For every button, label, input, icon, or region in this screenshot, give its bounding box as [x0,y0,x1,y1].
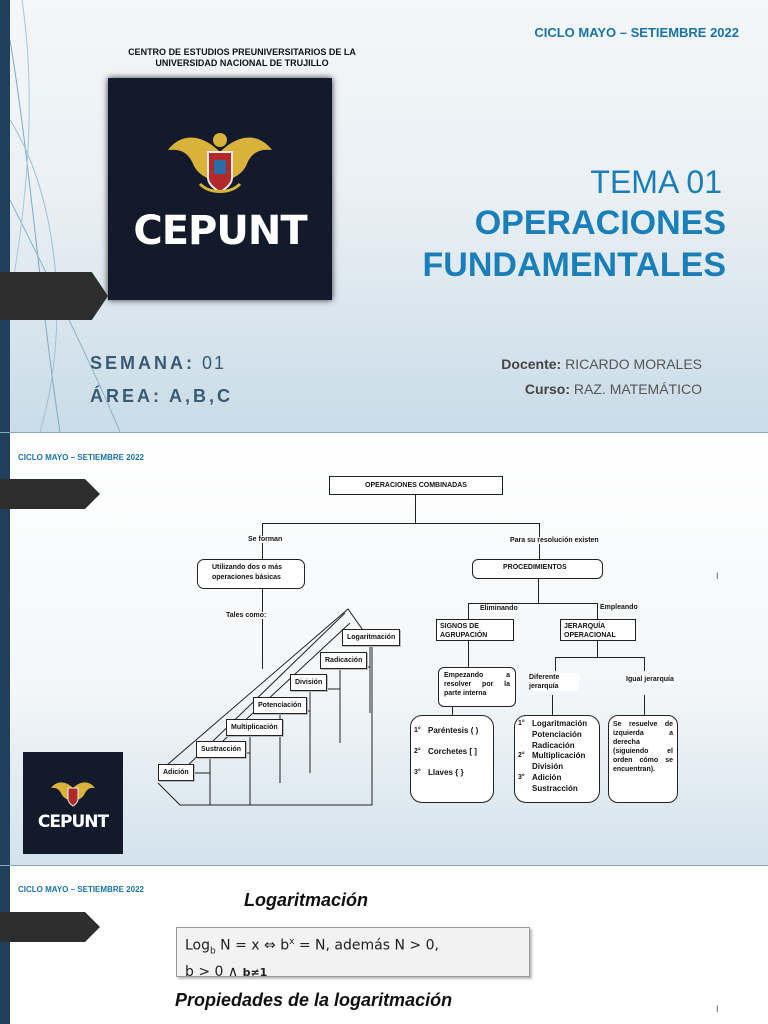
label-empleando: Empleando [600,604,638,611]
logo-text: CEPUNT [133,208,307,254]
stair-step-label: Multiplicación [226,719,283,736]
formula-line-2: b > 0 ∧ b≠1 [185,964,268,981]
side-mark: I [716,571,719,581]
cycle-label: CICLO MAYO – SETIEMBRE 2022 [18,453,144,462]
title-line-1: OPERACIONES [474,204,726,242]
list-item: Potenciación [532,729,582,739]
area-info: ÁREA: A,B,C [90,386,233,407]
week-value: 01 [202,353,227,373]
connector [555,657,645,658]
slide-title: OPERACIONES FUNDAMENTALES [423,202,726,286]
node-procedimientos: PROCEDIMIENTOS [472,559,603,579]
list-item: 2°Multiplicación [518,751,586,761]
list-item: 2°Corchetes [ ] [414,747,477,756]
side-mark: I [716,1004,719,1014]
cycle-label: CICLO MAYO – SETIEMBRE 2022 [534,25,739,40]
stair-step-label: División [290,674,328,691]
teacher-label: Docente: [501,356,562,372]
arrow-tab [0,912,100,942]
slide-separator [0,432,768,433]
eagle-emblem-icon [51,782,95,807]
cepunt-logo-small: CEPUNT [23,752,123,854]
stair-step-label: Potenciación [253,697,307,714]
list-item: Radicación [532,740,575,750]
course-label: Curso: [524,381,571,397]
node-signos: SIGNOS DE AGRUPACIÓN [436,619,514,641]
institution-line-1: CENTRO DE ESTUDIOS PREUNIVERSITARIOS DE … [128,47,356,57]
title-line-2: FUNDAMENTALES [422,246,726,284]
course-info: Curso: RAZ. MATEMÁTICO [525,381,702,397]
left-bar [0,0,10,432]
node-empezando: Empezando a resolver por la parte intern… [438,667,516,707]
label-se-forman: Se forman [248,536,283,543]
definition-formula: Logb N = x ⇔ bx = N, además N > 0, b > 0… [176,927,530,980]
connector [597,603,598,619]
area-label: ÁREA: [90,386,162,406]
signos-list-box: 1°Paréntesis ( ) 2°Corchetes [ ] 3°Llaves … [410,715,494,803]
arrow-tab [0,479,100,509]
node-utilizando: Utilizando dos o más operaciones básicas [197,559,305,589]
node-jerarquia: JERARQUÍA OPERACIONAL [560,619,636,641]
week-label: SEMANA: [90,353,195,373]
root-node: OPERACIONES COMBINADAS [329,476,503,495]
slide-cover: CICLO MAYO – SETIEMBRE 2022 CENTRO DE ES… [0,0,768,432]
label-igual: Igual jerarquía [626,675,676,684]
label-para-su: Para su resolución existen [510,537,599,544]
left-bar [0,866,10,1024]
connector [262,523,540,524]
week-info: SEMANA: 01 [90,353,226,374]
connector [468,641,469,667]
connector [644,657,645,671]
connector [552,695,553,715]
left-bar [0,433,10,865]
cepunt-logo: CEPUNT [108,78,332,300]
list-item: 3°Adición [518,772,562,782]
formula-line-1: Logb N = x ⇔ bx = N, además N > 0, [185,937,439,957]
teacher-value: RICARDO MORALES [565,356,702,372]
slide-concept-map: CICLO MAYO – SETIEMBRE 2022 CEPUNT I OPE… [0,433,768,865]
stair-step-label: Radicación [320,652,368,669]
cycle-label: CICLO MAYO – SETIEMBRE 2022 [18,885,144,894]
course-value: RAZ. MATEMÁTICO [573,381,702,397]
teacher-info: Docente: RICARDO MORALES [501,356,702,372]
connector [644,695,645,715]
area-value: A,B,C [169,386,234,406]
section-heading: Logaritmación [244,890,369,910]
connector [597,641,598,657]
stair-step-label: Logaritmación [342,629,401,646]
connector [468,603,469,619]
properties-heading: Propiedades de la logaritmación [175,990,453,1010]
label-tales-como: Tales como: [226,612,267,619]
connector [555,657,556,671]
list-item: 1°Logaritmación [518,719,588,728]
topic-number: TEMA 01 [590,164,722,200]
institution-name: CENTRO DE ESTUDIOS PREUNIVERSITARIOS DE … [112,47,372,69]
connector [468,603,598,604]
list-item: Sustracción [532,783,578,793]
connector [538,579,539,603]
eagle-emblem-icon [168,133,272,194]
arrow-tab [0,272,108,320]
stair-step-label: Adición [158,764,194,781]
connector [262,589,263,669]
slide-separator [0,865,768,866]
institution-line-2: UNIVERSIDAD NACIONAL DE TRUJILLO [155,58,329,68]
connector [415,495,416,523]
list-item: 1°Paréntesis ( ) [414,726,479,735]
list-item: 3°Llaves { } [414,768,464,777]
logo-text: CEPUNT [37,812,109,832]
label-diferente: Diferente jerarquía [529,673,579,691]
stair-step-label: Sustracción [196,741,247,758]
igual-description-box: Se resuelve de izquierda a derecha (sigu… [608,715,678,803]
label-eliminando: Eliminando [480,605,518,612]
list-item: División [532,762,564,772]
